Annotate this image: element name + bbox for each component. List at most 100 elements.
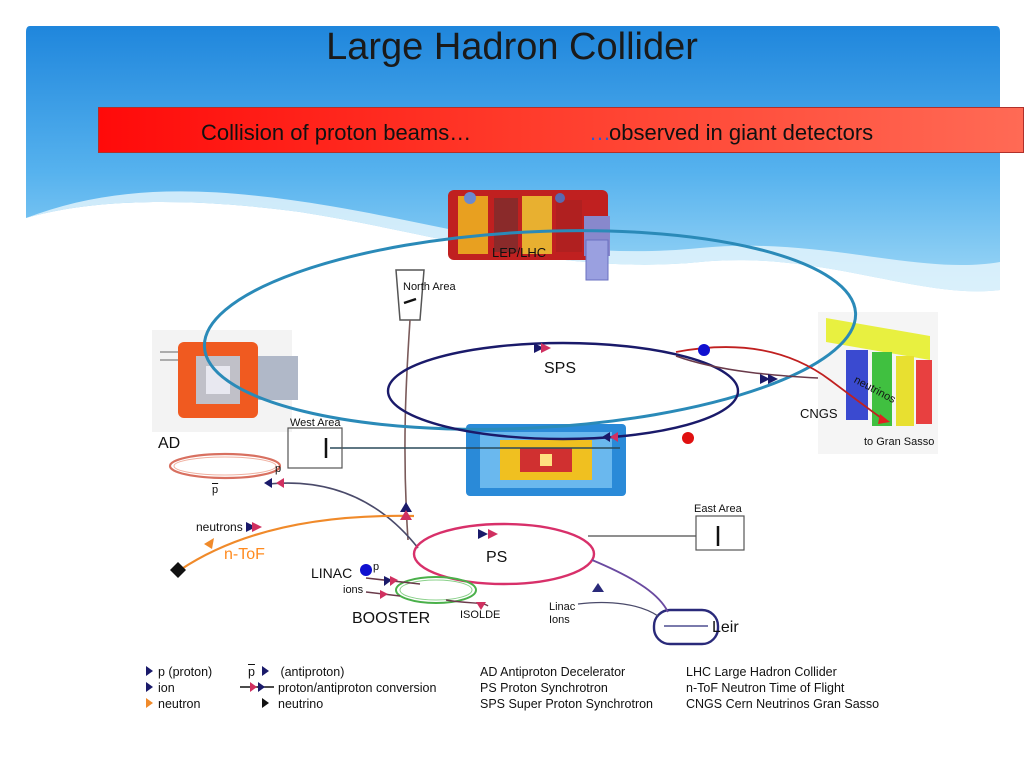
booster-ring bbox=[395, 576, 477, 604]
legend-item: neutrino bbox=[278, 697, 324, 711]
legend-neutron-icon bbox=[146, 698, 153, 708]
legend-item: LHC Large Hadron Collider bbox=[686, 665, 837, 679]
ntof-arrow bbox=[246, 522, 256, 532]
label-ions: ions bbox=[343, 584, 364, 596]
legend-item: PS Proton Synchrotron bbox=[480, 681, 608, 695]
west-line-arrow bbox=[610, 432, 618, 442]
isolde-line bbox=[445, 599, 489, 607]
label-linac: LINAC bbox=[311, 565, 353, 581]
detector-right-image bbox=[818, 312, 938, 454]
cngs-transfer-line bbox=[675, 346, 885, 421]
ad-arrow bbox=[276, 478, 284, 488]
ntof-arrow bbox=[204, 538, 214, 549]
banner-right-text: observed in giant detectors bbox=[609, 120, 874, 145]
east-area-box bbox=[695, 515, 745, 551]
detector-left-image bbox=[152, 330, 298, 432]
north-line-arrow bbox=[400, 502, 412, 512]
label-linac-p: p bbox=[373, 561, 380, 573]
legend-column-conversion: proton/antiproton conversion neutrino bbox=[278, 680, 436, 712]
linac-arrow bbox=[390, 576, 398, 586]
label-leir: Leir bbox=[712, 619, 739, 636]
label-ad-pbar: p bbox=[212, 484, 219, 496]
linac-proton-dot bbox=[360, 564, 372, 576]
proton-dot-blue bbox=[698, 344, 710, 356]
legend-conversion-icon bbox=[258, 682, 265, 692]
label-east-area: East Area bbox=[694, 503, 742, 515]
leir-ring bbox=[652, 608, 720, 646]
label-cngs: CNGS bbox=[800, 406, 838, 421]
isolde-arrow bbox=[476, 602, 486, 610]
label-gran-sasso: to Gran Sasso bbox=[864, 436, 935, 448]
linac-arrow bbox=[384, 576, 392, 586]
linac-ions-line bbox=[577, 601, 659, 617]
cngs-beam-line bbox=[675, 355, 819, 379]
label-neutrons: neutrons bbox=[196, 520, 243, 534]
label-isolde: ISOLDE bbox=[460, 609, 501, 621]
label-ad: AD bbox=[158, 435, 181, 452]
ad-ring-inner bbox=[173, 456, 277, 476]
legend-ion-icon bbox=[146, 682, 153, 692]
leir-transfer-line bbox=[591, 559, 669, 613]
legend-pbar-symbol: p bbox=[248, 665, 255, 679]
label-ntof: n-ToF bbox=[224, 546, 265, 563]
west-area-box bbox=[287, 427, 343, 469]
west-line-arrow bbox=[602, 432, 610, 442]
cngs-arrow bbox=[768, 374, 778, 384]
legend-item: n-ToF Neutron Time of Flight bbox=[686, 681, 845, 695]
label-linac-ions-1: Linac bbox=[549, 601, 576, 613]
ad-ring bbox=[168, 452, 282, 480]
ntof-target bbox=[170, 562, 186, 578]
label-booster: BOOSTER bbox=[352, 610, 431, 627]
label-north-area: North Area bbox=[403, 281, 456, 293]
ps-ring bbox=[412, 522, 596, 586]
lhc-ring bbox=[202, 229, 858, 431]
legend-item: neutron bbox=[158, 697, 201, 711]
detector-top-image bbox=[448, 190, 610, 281]
legend-conversion-icon bbox=[250, 682, 257, 692]
legend-item: SPS Super Proton Synchrotron bbox=[480, 697, 654, 711]
legend-neutrino-icon bbox=[262, 698, 269, 708]
label-sps: SPS bbox=[544, 360, 577, 377]
proton-dot-red bbox=[682, 432, 694, 444]
legend-antiproton-row: p (antiproton) bbox=[248, 664, 344, 680]
banner-left-text: Collision of proton beams… bbox=[201, 120, 472, 145]
legend-item: AD Antiproton Decelerator bbox=[480, 665, 626, 679]
ions-arrow bbox=[380, 590, 388, 599]
north-area-marker bbox=[403, 297, 417, 305]
booster-ring-inner bbox=[399, 579, 473, 601]
ntof-line bbox=[179, 514, 415, 571]
label-west-area: West Area bbox=[290, 417, 341, 429]
cngs-arrow bbox=[760, 374, 770, 384]
legend-item: ion bbox=[158, 681, 175, 695]
legend-antiproton-text: (antiproton) bbox=[280, 665, 345, 679]
ad-transfer-line bbox=[267, 482, 419, 549]
label-ps: PS bbox=[486, 549, 508, 566]
sps-ring bbox=[386, 341, 740, 441]
legend-column-accelerators-2: LHC Large Hadron Collider n-ToF Neutron … bbox=[686, 664, 879, 712]
ad-arrow bbox=[264, 478, 272, 488]
ntof-arrow bbox=[252, 522, 262, 532]
north-line-arrow bbox=[400, 510, 412, 520]
sps-arrow bbox=[541, 343, 551, 353]
banner-ellipsis: … bbox=[589, 120, 611, 145]
legend-item: CNGS Cern Neutrinos Gran Sasso bbox=[686, 697, 880, 711]
legend-column-particles: p (proton) ion neutron bbox=[158, 664, 212, 712]
slide-title: Large Hadron Collider bbox=[326, 26, 698, 68]
gran-sasso-arrow bbox=[878, 414, 890, 424]
label-lep-lhc: LEP/LHC bbox=[492, 245, 547, 260]
subtitle-banner: Collision of proton beams… … observed in… bbox=[98, 107, 1024, 153]
detector-center-image bbox=[466, 424, 626, 496]
ps-arrow bbox=[488, 529, 498, 539]
sps-arrow bbox=[534, 343, 544, 353]
label-linac-ions-2: Ions bbox=[549, 614, 570, 626]
north-area-box bbox=[395, 269, 425, 321]
legend-column-accelerators-1: AD Antiproton Decelerator PS Proton Sync… bbox=[480, 664, 653, 712]
legend-proton-icon bbox=[146, 666, 153, 676]
legend-item: proton/antiproton conversion bbox=[278, 681, 437, 695]
leir-arrow bbox=[592, 583, 604, 592]
legend-antiproton-icon bbox=[262, 666, 269, 676]
legend-item: p (proton) bbox=[158, 665, 213, 679]
label-ad-p: p bbox=[275, 463, 282, 475]
